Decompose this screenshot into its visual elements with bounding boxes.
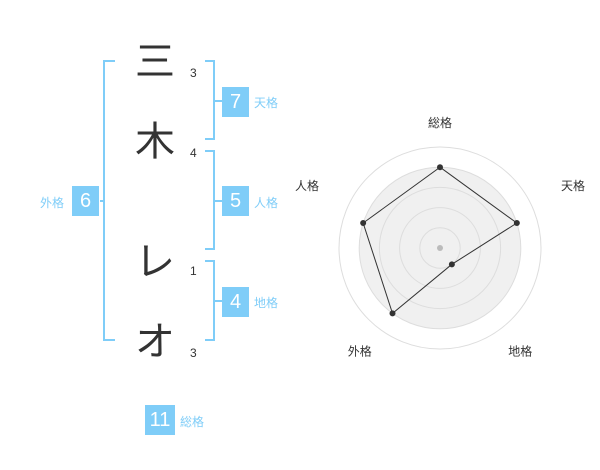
stroke-count-2: 4: [190, 146, 197, 160]
tenkaku-connector: [215, 100, 222, 102]
stroke-count-4: 3: [190, 346, 197, 360]
radar-ring-3: [378, 186, 502, 310]
radar-axis-label-5: 人格: [295, 178, 319, 193]
radar-center-dot: [437, 245, 443, 251]
gaikaku-label: 外格: [40, 196, 65, 210]
radar-point-1: [437, 164, 443, 171]
chikaku-connector: [215, 300, 222, 302]
gaikaku-connector: [100, 200, 105, 202]
name-char-4: オ: [135, 319, 175, 365]
radar-polygon: [362, 166, 518, 315]
name-char-1: 三: [135, 39, 175, 85]
name-char-2: 木: [135, 119, 175, 165]
radar-axis-label-3: 地格: [508, 344, 532, 359]
radar-ring-2: [399, 207, 481, 289]
soukaku-badge: 11: [145, 405, 175, 435]
stroke-count-3: 1: [190, 264, 197, 278]
jinkaku-label: 人格: [254, 196, 279, 210]
radar-axis-label-4: 外格: [348, 344, 372, 359]
radar-point-2: [513, 220, 520, 227]
radar-ring-5: [338, 146, 542, 350]
radar-axis-label-1: 総格: [428, 115, 452, 130]
chikaku-bracket: [205, 260, 215, 341]
jinkaku-connector: [215, 200, 222, 202]
stroke-count-1: 3: [190, 66, 197, 80]
name-char-3: レ: [135, 239, 175, 285]
gaikaku-badge: 6: [72, 186, 99, 216]
tenkaku-badge: 7: [222, 87, 249, 117]
soukaku-label: 総格: [180, 415, 205, 429]
tenkaku-label: 天格: [254, 96, 279, 110]
radar-point-4: [389, 310, 396, 317]
radar-axis-label-2: 天格: [561, 178, 585, 193]
radar-ring-1: [419, 227, 461, 269]
radar-point-5: [360, 220, 367, 227]
chikaku-label: 地格: [254, 296, 279, 310]
jinkaku-badge: 5: [222, 186, 249, 216]
jinkaku-bracket: [205, 150, 215, 250]
chikaku-badge: 4: [222, 287, 249, 317]
radar-point-3: [448, 261, 455, 268]
tenkaku-bracket: [205, 60, 215, 140]
